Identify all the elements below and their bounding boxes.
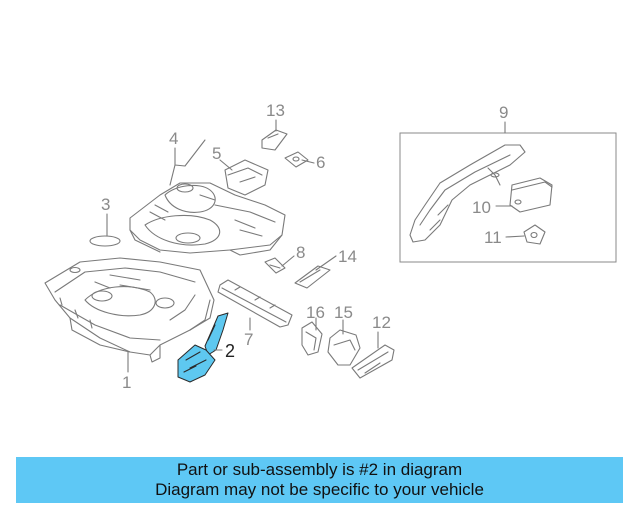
leader-lines xyxy=(106,119,525,373)
part-13-bracket xyxy=(261,129,288,151)
part-8-small-bracket xyxy=(264,257,286,274)
banner-line-2: Diagram may not be specific to your vehi… xyxy=(155,480,484,499)
callout-7: 7 xyxy=(244,330,253,349)
callout-5: 5 xyxy=(212,144,221,163)
part-15-bracket xyxy=(327,329,361,366)
part-11-bracket xyxy=(523,224,546,245)
callout-4: 4 xyxy=(169,129,178,148)
callout-6: 6 xyxy=(316,153,325,172)
callout-9: 9 xyxy=(499,103,508,122)
part-14-bracket xyxy=(294,265,331,289)
part-9-side-rail xyxy=(409,144,526,243)
callout-8: 8 xyxy=(296,243,305,262)
banner-line-1: Part or sub-assembly is #2 in diagram xyxy=(176,460,463,479)
parts-diagram: 1 2 3 4 5 6 7 8 9 10 11 12 13 14 15 16 xyxy=(44,101,617,392)
callout-1: 1 xyxy=(122,373,131,392)
part-10-reinforcement xyxy=(509,177,553,213)
part-16-bracket xyxy=(301,321,323,356)
part-6-small-bracket xyxy=(284,151,309,168)
callout-3: 3 xyxy=(101,195,110,214)
callout-2: 2 xyxy=(225,341,235,361)
part-4-center-floor-pan xyxy=(129,182,286,256)
callout-15: 15 xyxy=(334,303,353,322)
part-12-rail xyxy=(351,344,395,379)
callout-12: 12 xyxy=(372,313,391,332)
part-7-crossmember xyxy=(217,279,293,328)
part-1-rear-floor-pan xyxy=(44,257,215,363)
callout-14: 14 xyxy=(338,247,357,266)
callout-13: 13 xyxy=(266,101,285,120)
info-banner: Part or sub-assembly is #2 in diagram Di… xyxy=(16,457,623,503)
inset-box-part-9 xyxy=(399,132,617,263)
callout-10: 10 xyxy=(472,198,491,217)
part-2-highlighted-bracket xyxy=(177,312,229,383)
callout-11: 11 xyxy=(484,228,502,247)
part-5-bracket xyxy=(224,159,269,196)
callout-16: 16 xyxy=(306,303,325,322)
part-3-grommet xyxy=(89,235,121,247)
